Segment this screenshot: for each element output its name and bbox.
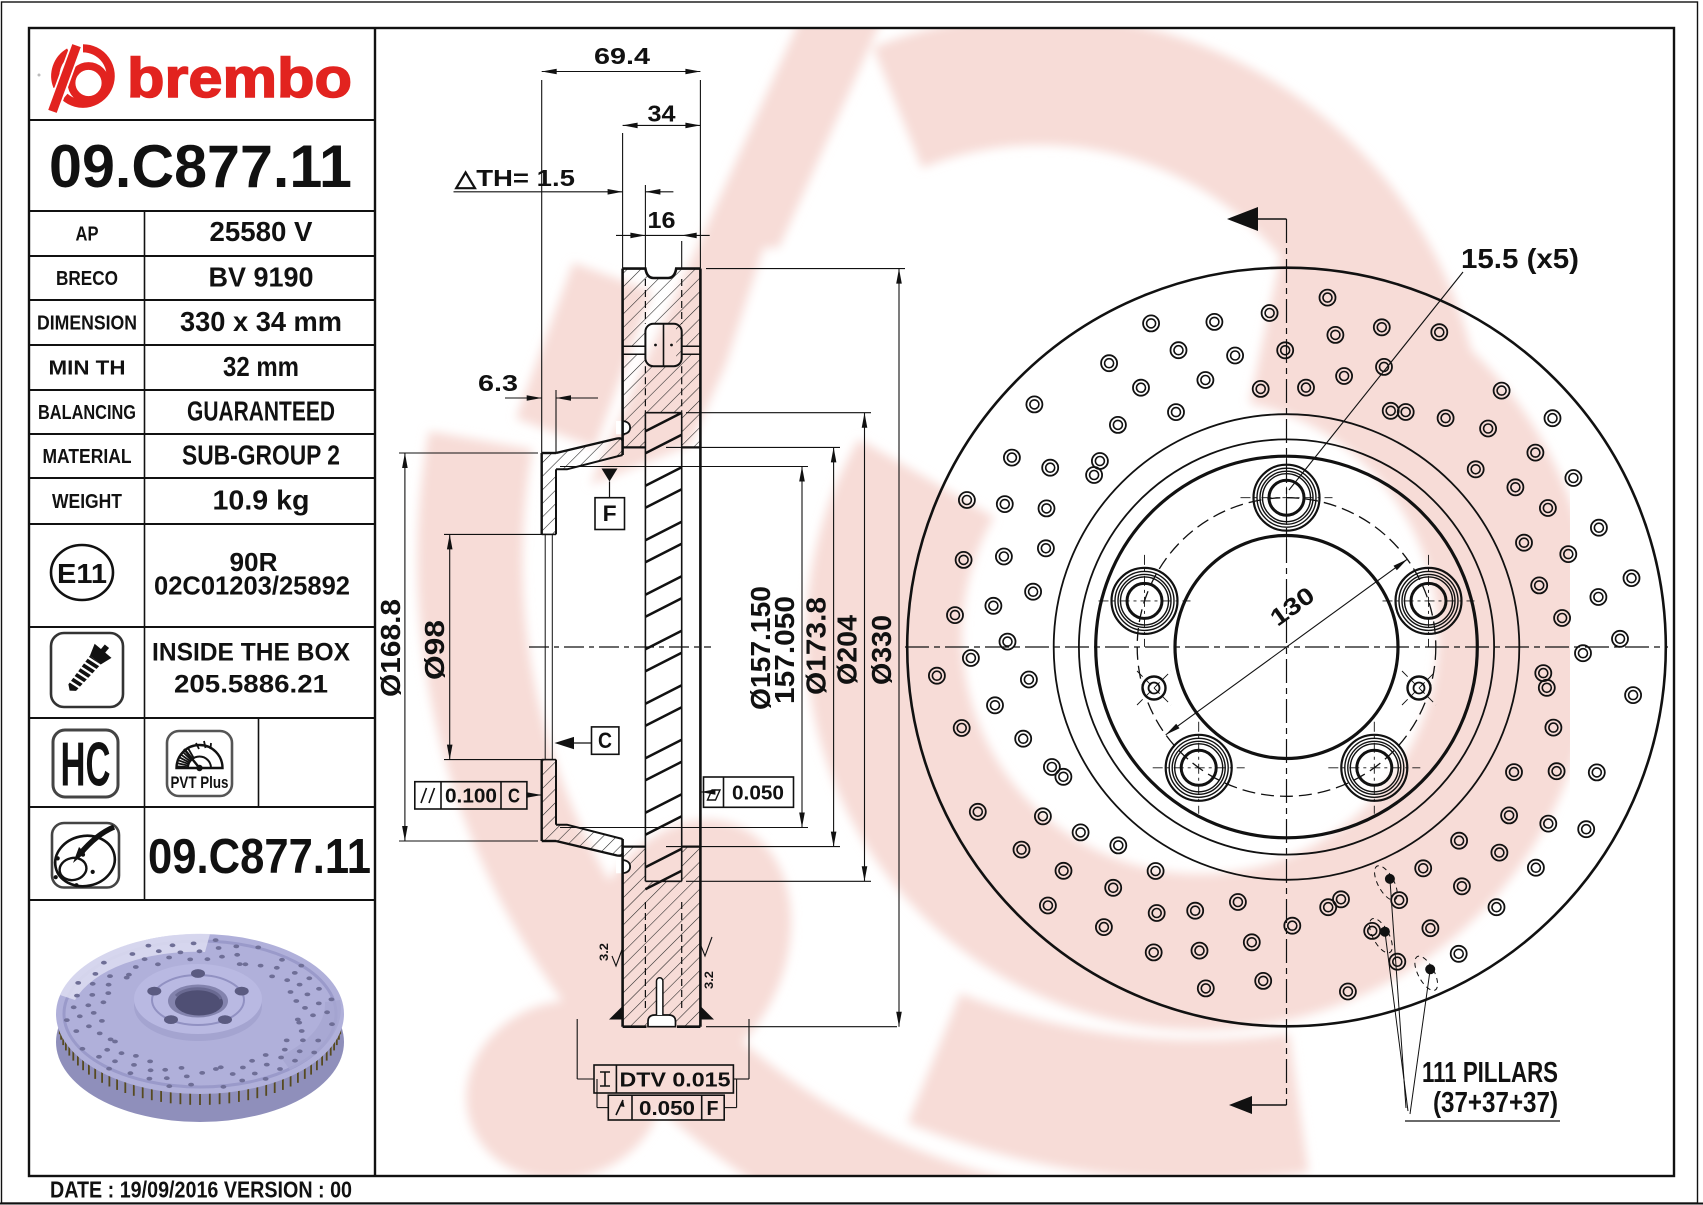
svg-text:BALANCING: BALANCING <box>38 402 136 424</box>
svg-text:PVT Plus: PVT Plus <box>171 773 229 792</box>
svg-text:SUB-GROUP 2: SUB-GROUP 2 <box>182 440 340 471</box>
svg-text:DTV 0.015: DTV 0.015 <box>620 1069 731 1091</box>
svg-text:0.050: 0.050 <box>639 1098 695 1120</box>
svg-text:Ø168.8: Ø168.8 <box>375 599 406 697</box>
svg-text:205.5886.21: 205.5886.21 <box>174 671 328 699</box>
svg-text:AP: AP <box>76 223 99 245</box>
svg-text:157.050: 157.050 <box>769 596 800 704</box>
svg-text:6.3: 6.3 <box>478 370 518 396</box>
svg-text:90R: 90R <box>230 547 278 577</box>
svg-text:Ø98: Ø98 <box>419 620 450 680</box>
svg-text:HC: HC <box>61 730 111 799</box>
svg-text:DIMENSION: DIMENSION <box>37 312 137 334</box>
svg-text:WEIGHT: WEIGHT <box>52 491 122 513</box>
svg-text:INSIDE THE BOX: INSIDE THE BOX <box>152 639 350 667</box>
svg-text:330 x 34 mm: 330 x 34 mm <box>180 306 342 337</box>
svg-text:F: F <box>707 1098 719 1120</box>
svg-text:09.C877.11: 09.C877.11 <box>49 133 352 200</box>
svg-text:F: F <box>603 501 617 526</box>
svg-text:Ø330: Ø330 <box>866 615 897 685</box>
svg-text:Ø157.150: Ø157.150 <box>745 586 776 710</box>
svg-text:△TH= 1.5: △TH= 1.5 <box>454 165 575 191</box>
svg-text:MATERIAL: MATERIAL <box>43 446 132 468</box>
svg-text:C: C <box>508 785 520 807</box>
svg-text:0.050: 0.050 <box>732 782 784 804</box>
svg-text:3.2: 3.2 <box>702 971 716 989</box>
svg-text:02C01203/25892: 02C01203/25892 <box>154 570 350 600</box>
svg-text:BV 9190: BV 9190 <box>209 262 314 293</box>
svg-text:16: 16 <box>648 207 676 233</box>
svg-text:34: 34 <box>648 100 676 126</box>
svg-text:15.5 (x5): 15.5 (x5) <box>1461 243 1579 274</box>
svg-text:E11: E11 <box>57 558 107 589</box>
svg-text:MIN TH: MIN TH <box>49 357 126 379</box>
svg-text:32 mm: 32 mm <box>223 351 299 382</box>
svg-text:GUARANTEED: GUARANTEED <box>187 396 335 427</box>
svg-text:0.100: 0.100 <box>445 785 497 807</box>
svg-text:10.9 kg: 10.9 kg <box>213 485 310 516</box>
svg-text:brembo: brembo <box>127 46 352 109</box>
svg-text:(37+37+37): (37+37+37) <box>1433 1087 1558 1119</box>
svg-text:DATE : 19/09/2016 VERSION : 00: DATE : 19/09/2016 VERSION : 00 <box>50 1177 352 1203</box>
svg-text:C: C <box>598 728 612 753</box>
svg-text:69.4: 69.4 <box>594 43 650 69</box>
svg-text:BRECO: BRECO <box>56 268 118 290</box>
svg-text:Ø204: Ø204 <box>832 615 863 685</box>
svg-text:25580 V: 25580 V <box>210 216 313 247</box>
svg-text:Ø173.8: Ø173.8 <box>801 597 832 695</box>
svg-text:111 PILLARS: 111 PILLARS <box>1422 1057 1558 1089</box>
svg-text:3.2: 3.2 <box>597 943 611 961</box>
svg-text:09.C877.11: 09.C877.11 <box>148 830 371 884</box>
